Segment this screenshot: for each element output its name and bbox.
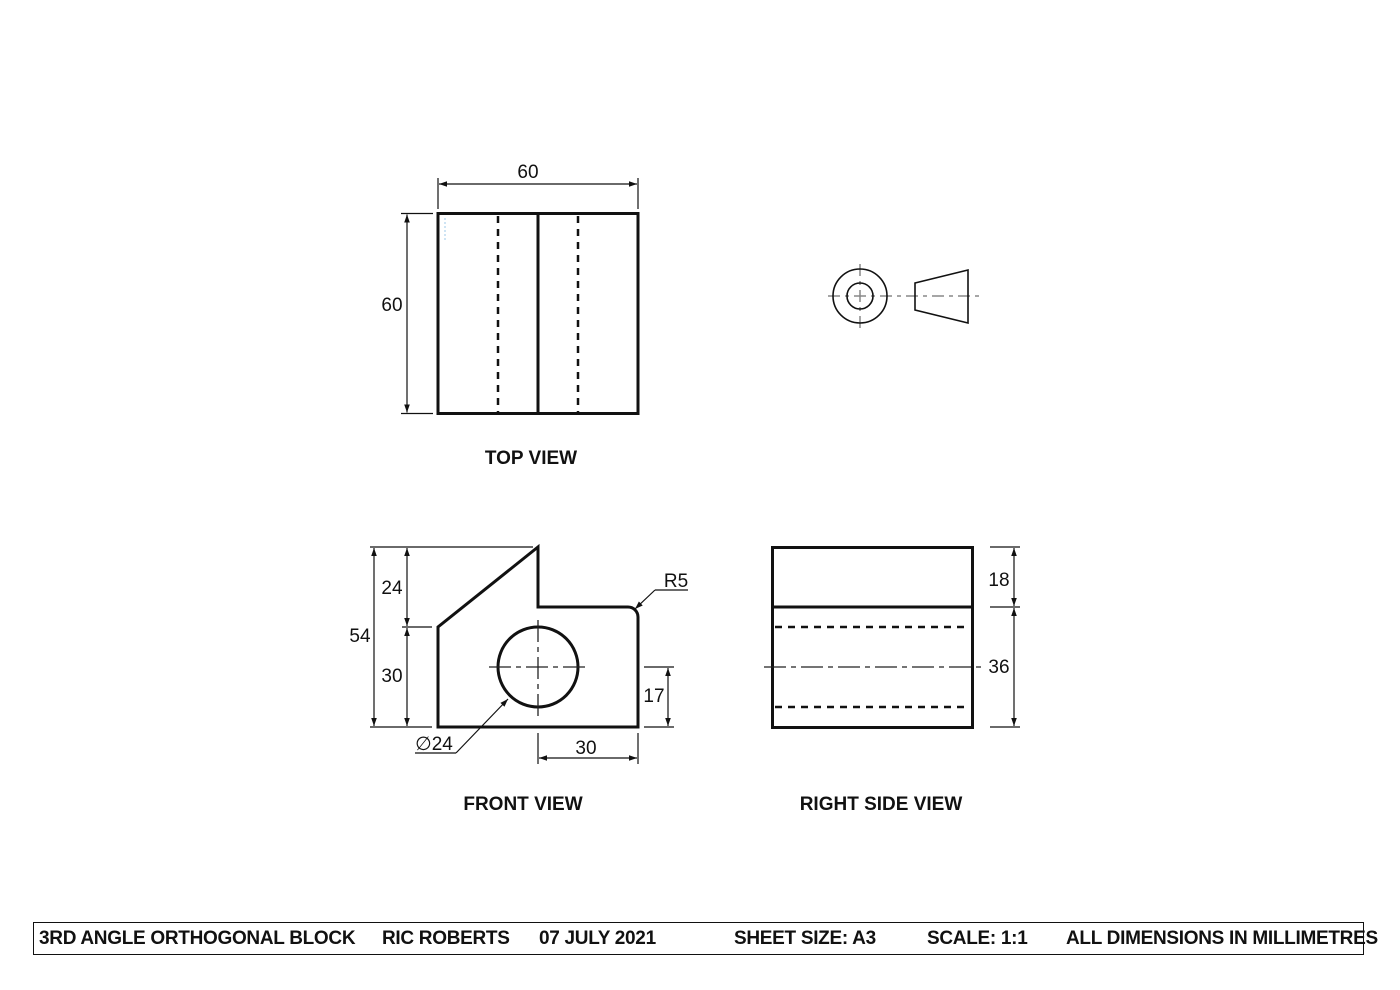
- symbol-inner-circle-icon: [846, 282, 874, 310]
- top-view: 60 60 TOP VIEW: [381, 162, 640, 469]
- fillet-radius-leader: R5: [634, 571, 688, 610]
- right-view-outline: [771, 546, 974, 729]
- right-side-view: 18 36 RIGHT SIDE VIEW: [764, 546, 1020, 815]
- top-view-label: TOP VIEW: [485, 448, 577, 469]
- top-width-value: 60: [517, 162, 538, 183]
- hole-center-height-dimension: 17: [643, 666, 674, 728]
- title-block: 3RD ANGLE ORTHOGONAL BLOCK RIC ROBERTS 0…: [33, 922, 1378, 955]
- front-lower-height-dimension: 30: [381, 628, 410, 726]
- front-r5-value: R5: [664, 571, 688, 592]
- top-depth-value: 60: [381, 295, 402, 316]
- right-18-value: 18: [988, 570, 1009, 591]
- front-overall-height-dimension: 54: [349, 546, 533, 728]
- right-upper-dimension: 18: [988, 546, 1020, 608]
- title-block-date: 07 JULY 2021: [539, 928, 656, 949]
- right-36-value: 36: [988, 657, 1009, 678]
- title-block-title: 3RD ANGLE ORTHOGONAL BLOCK: [39, 928, 356, 949]
- title-block-sheet-size: SHEET SIZE: A3: [734, 928, 876, 949]
- front-diameter-value: ∅24: [415, 734, 453, 755]
- title-block-author: RIC ROBERTS: [382, 928, 510, 949]
- top-depth-dimension: 60: [381, 212, 433, 415]
- title-block-scale: SCALE: 1:1: [927, 928, 1028, 949]
- right-side-view-label: RIGHT SIDE VIEW: [800, 794, 963, 815]
- front-54-value: 54: [349, 626, 371, 647]
- title-block-units: ALL DIMENSIONS IN MILLIMETRES: [1066, 928, 1378, 949]
- right-lower-dimension: 36: [988, 608, 1020, 728]
- symbol-frustum-icon: [914, 268, 969, 325]
- front-30-height-value: 30: [381, 666, 402, 687]
- third-angle-projection-symbol: [828, 264, 984, 330]
- front-24-value: 24: [381, 578, 403, 599]
- hole-diameter-leader: ∅24: [415, 698, 509, 755]
- front-view: 54 24 30 17 30 ∅24: [349, 543, 688, 815]
- front-17-value: 17: [643, 686, 664, 707]
- front-view-label: FRONT VIEW: [463, 794, 582, 815]
- front-step-width-dimension: 30: [537, 733, 639, 764]
- symbol-outer-circle-icon: [832, 268, 888, 324]
- front-upper-height-dimension: 24: [381, 548, 432, 628]
- top-width-dimension: 60: [437, 162, 639, 209]
- front-view-outline: [436, 543, 640, 729]
- front-30-width-value: 30: [575, 738, 596, 759]
